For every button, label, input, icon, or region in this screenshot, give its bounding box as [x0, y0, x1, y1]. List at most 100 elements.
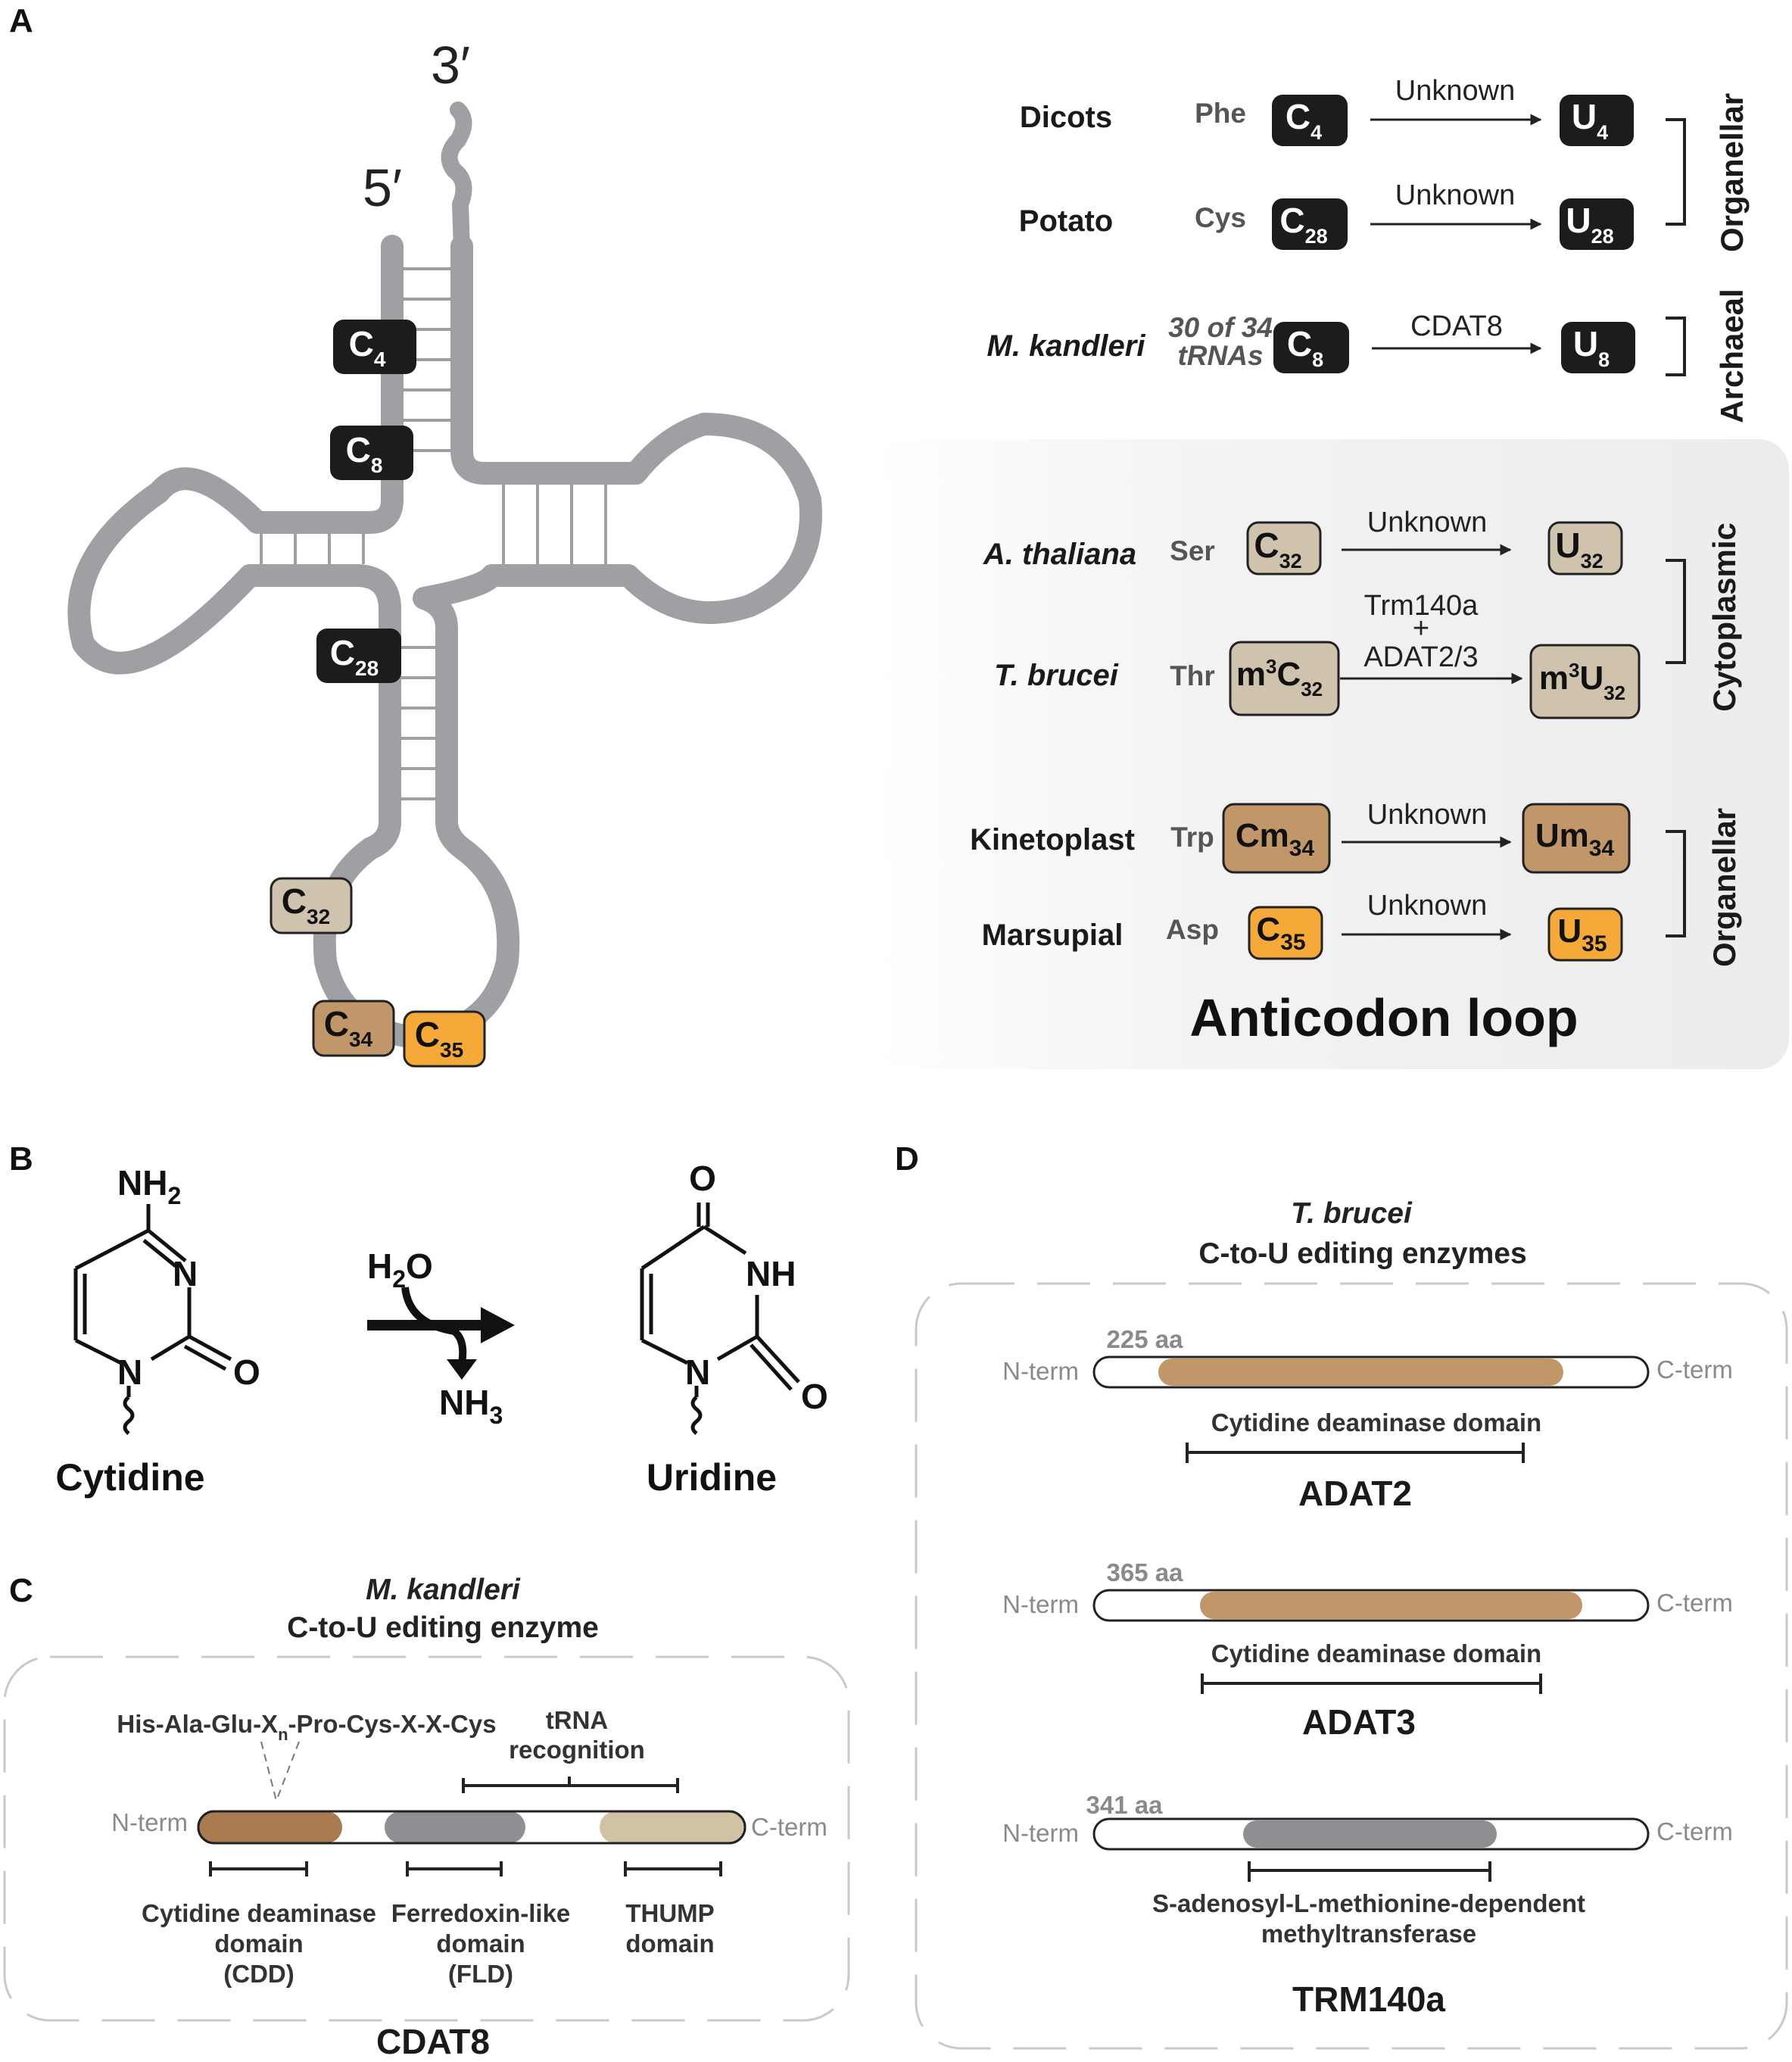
svg-text:341 aa: 341 aa	[1086, 1791, 1164, 1819]
cdat8-name: CDAT8	[376, 2022, 490, 2061]
cdat8-thump-label-1: THUMP	[625, 1899, 714, 1927]
trna-basepairs	[260, 267, 607, 800]
svg-text:N-term: N-term	[1002, 1590, 1079, 1618]
trna-site-c32: C32	[270, 877, 353, 934]
edit-row-kinetoplast: Kinetoplast Trp Cm34 Unknown Um34	[970, 799, 1631, 874]
cdat8-dashed-box	[3, 1655, 850, 2022]
cdat8-cdd-label-3: (CDD)	[223, 1960, 294, 1988]
trna-3prime-tail	[441, 101, 472, 258]
uridine-structure: O NH N O Uridine	[640, 1159, 828, 1499]
svg-text:C4: C4	[349, 324, 386, 371]
tbrucei-dashed-box	[915, 1282, 1788, 2050]
svg-text:Ser: Ser	[1170, 535, 1215, 566]
anticodon-title: Anticodon loop	[1189, 988, 1578, 1047]
svg-text:U35: U35	[1557, 912, 1607, 956]
protein-adat3: 365 aa N-term C-term Cytidine deaminase …	[1002, 1558, 1733, 1742]
svg-text:Um34: Um34	[1535, 817, 1615, 861]
svg-text:N: N	[685, 1352, 710, 1392]
side-label-organellar-top: Organellar	[1714, 93, 1750, 252]
svg-text:30 of 34: 30 of 34	[1168, 312, 1273, 343]
trna-5prime-label: 5′	[363, 158, 402, 217]
cdat8-trna-recognition-2: recognition	[509, 1736, 645, 1764]
svg-text:ADAT2/3: ADAT2/3	[1363, 641, 1478, 673]
cdat8-motif: His-Ala-Glu-Xn-Pro-Cys-X-X-Cys	[117, 1710, 496, 1744]
tbrucei-subtitle: C-to-U editing enzymes	[1198, 1237, 1526, 1270]
svg-text:Unknown: Unknown	[1367, 890, 1487, 922]
svg-text:Thr: Thr	[1170, 660, 1215, 691]
panel-label-b: B	[9, 1140, 33, 1178]
svg-text:Phe: Phe	[1195, 98, 1246, 129]
svg-text:M. kandleri: M. kandleri	[987, 329, 1146, 363]
cytidine-structure: NH2 N N O Cytidine	[55, 1163, 260, 1499]
svg-text:C34: C34	[324, 1004, 373, 1051]
trna-site-c34: C34	[312, 1000, 395, 1057]
svg-text:Kinetoplast: Kinetoplast	[970, 823, 1135, 856]
svg-text:Unknown: Unknown	[1395, 179, 1515, 211]
svg-text:C-term: C-term	[1656, 1589, 1733, 1617]
svg-text:C8: C8	[1287, 324, 1323, 371]
svg-text:U28: U28	[1566, 201, 1613, 248]
svg-text:ADAT2: ADAT2	[1298, 1474, 1412, 1513]
svg-text:N-term: N-term	[1002, 1819, 1079, 1847]
panel-label-c: C	[9, 1572, 33, 1609]
svg-text:Cytidine deaminase domain: Cytidine deaminase domain	[1211, 1639, 1541, 1667]
edit-row-tbrucei: T. brucei Thr m3C32 Trm140a + ADAT2/3 m3…	[994, 590, 1641, 719]
svg-text:C28: C28	[330, 633, 379, 680]
edit-row-athaliana: A. thaliana Ser C32 Unknown U32	[983, 507, 1623, 576]
trna-site-c35: C35	[403, 1010, 486, 1068]
edit-row-dicots: Dicots Phe C4 Unknown U4	[1020, 75, 1634, 146]
protein-trm140a: 341 aa N-term C-term S-adenosyl-L-methio…	[1002, 1791, 1733, 2019]
svg-text:U8: U8	[1573, 324, 1610, 371]
cdat8-thump-label-2: domain	[625, 1929, 714, 1957]
svg-text:Asp: Asp	[1166, 914, 1219, 945]
svg-text:TRM140a: TRM140a	[1292, 1979, 1445, 2019]
trna-3prime-label: 3′	[431, 36, 470, 95]
cdat8-domain-cdd	[198, 1811, 342, 1843]
svg-text:C4: C4	[1286, 97, 1322, 144]
svg-text:C32: C32	[282, 881, 330, 928]
svg-text:Unknown: Unknown	[1395, 75, 1515, 107]
svg-text:m3C32: m3C32	[1236, 655, 1323, 700]
svg-text:CDAT8: CDAT8	[1410, 310, 1503, 342]
protein-adat2: 225 aa N-term C-term Cytidine deaminase …	[1002, 1325, 1733, 1513]
cdat8-organism: M. kandleri	[366, 1574, 521, 1606]
svg-text:NH2: NH2	[117, 1163, 181, 1209]
edit-row-marsupial: Marsupial Asp C35 Unknown U35	[982, 890, 1623, 962]
svg-text:Trp: Trp	[1170, 822, 1214, 853]
svg-text:O: O	[689, 1159, 716, 1198]
side-label-organellar-bottom: Organellar	[1706, 808, 1742, 967]
svg-text:Unknown: Unknown	[1367, 799, 1487, 831]
svg-text:Cm34: Cm34	[1236, 817, 1315, 861]
cdat8-fld-label-2: domain	[436, 1929, 525, 1957]
svg-text:Trm140a: Trm140a	[1364, 590, 1479, 622]
svg-text:C28: C28	[1279, 201, 1327, 248]
svg-text:+: +	[1413, 613, 1429, 644]
cdat8-fld-label-3: (FLD)	[448, 1960, 513, 1988]
svg-text:NH3: NH3	[439, 1383, 503, 1429]
svg-text:225 aa: 225 aa	[1107, 1325, 1184, 1353]
cdat8-cdd-label-1: Cytidine deaminase	[142, 1899, 376, 1927]
svg-text:H2O: H2O	[367, 1246, 433, 1293]
svg-text:O: O	[233, 1352, 260, 1392]
cdat8-domain-thump	[600, 1811, 743, 1843]
svg-text:Marsupial: Marsupial	[982, 919, 1124, 952]
cdat8-cdd-label-2: domain	[214, 1929, 303, 1957]
svg-text:S-adenosyl-L-methionine-depend: S-adenosyl-L-methionine-dependent	[1152, 1889, 1585, 1917]
svg-text:ADAT3: ADAT3	[1302, 1702, 1416, 1742]
svg-text:C35: C35	[415, 1015, 463, 1062]
cdat8-domain-fld	[385, 1811, 525, 1843]
svg-text:A. thaliana: A. thaliana	[983, 538, 1136, 571]
trna-site-c28: C28	[316, 629, 401, 683]
cdat8-domain-brackets	[209, 1861, 722, 1876]
svg-text:U32: U32	[1555, 526, 1603, 572]
anticodon-panel	[877, 439, 1789, 1069]
svg-text:Cys: Cys	[1195, 202, 1246, 233]
cdat8-fld-label-1: Ferredoxin-like	[391, 1899, 571, 1927]
tbrucei-organism: T. brucei	[1291, 1197, 1413, 1230]
svg-text:Uridine: Uridine	[647, 1456, 777, 1499]
svg-text:tRNAs: tRNAs	[1177, 340, 1263, 371]
svg-text:C32: C32	[1254, 526, 1301, 572]
svg-text:O: O	[801, 1377, 828, 1416]
svg-text:NH: NH	[746, 1254, 796, 1293]
